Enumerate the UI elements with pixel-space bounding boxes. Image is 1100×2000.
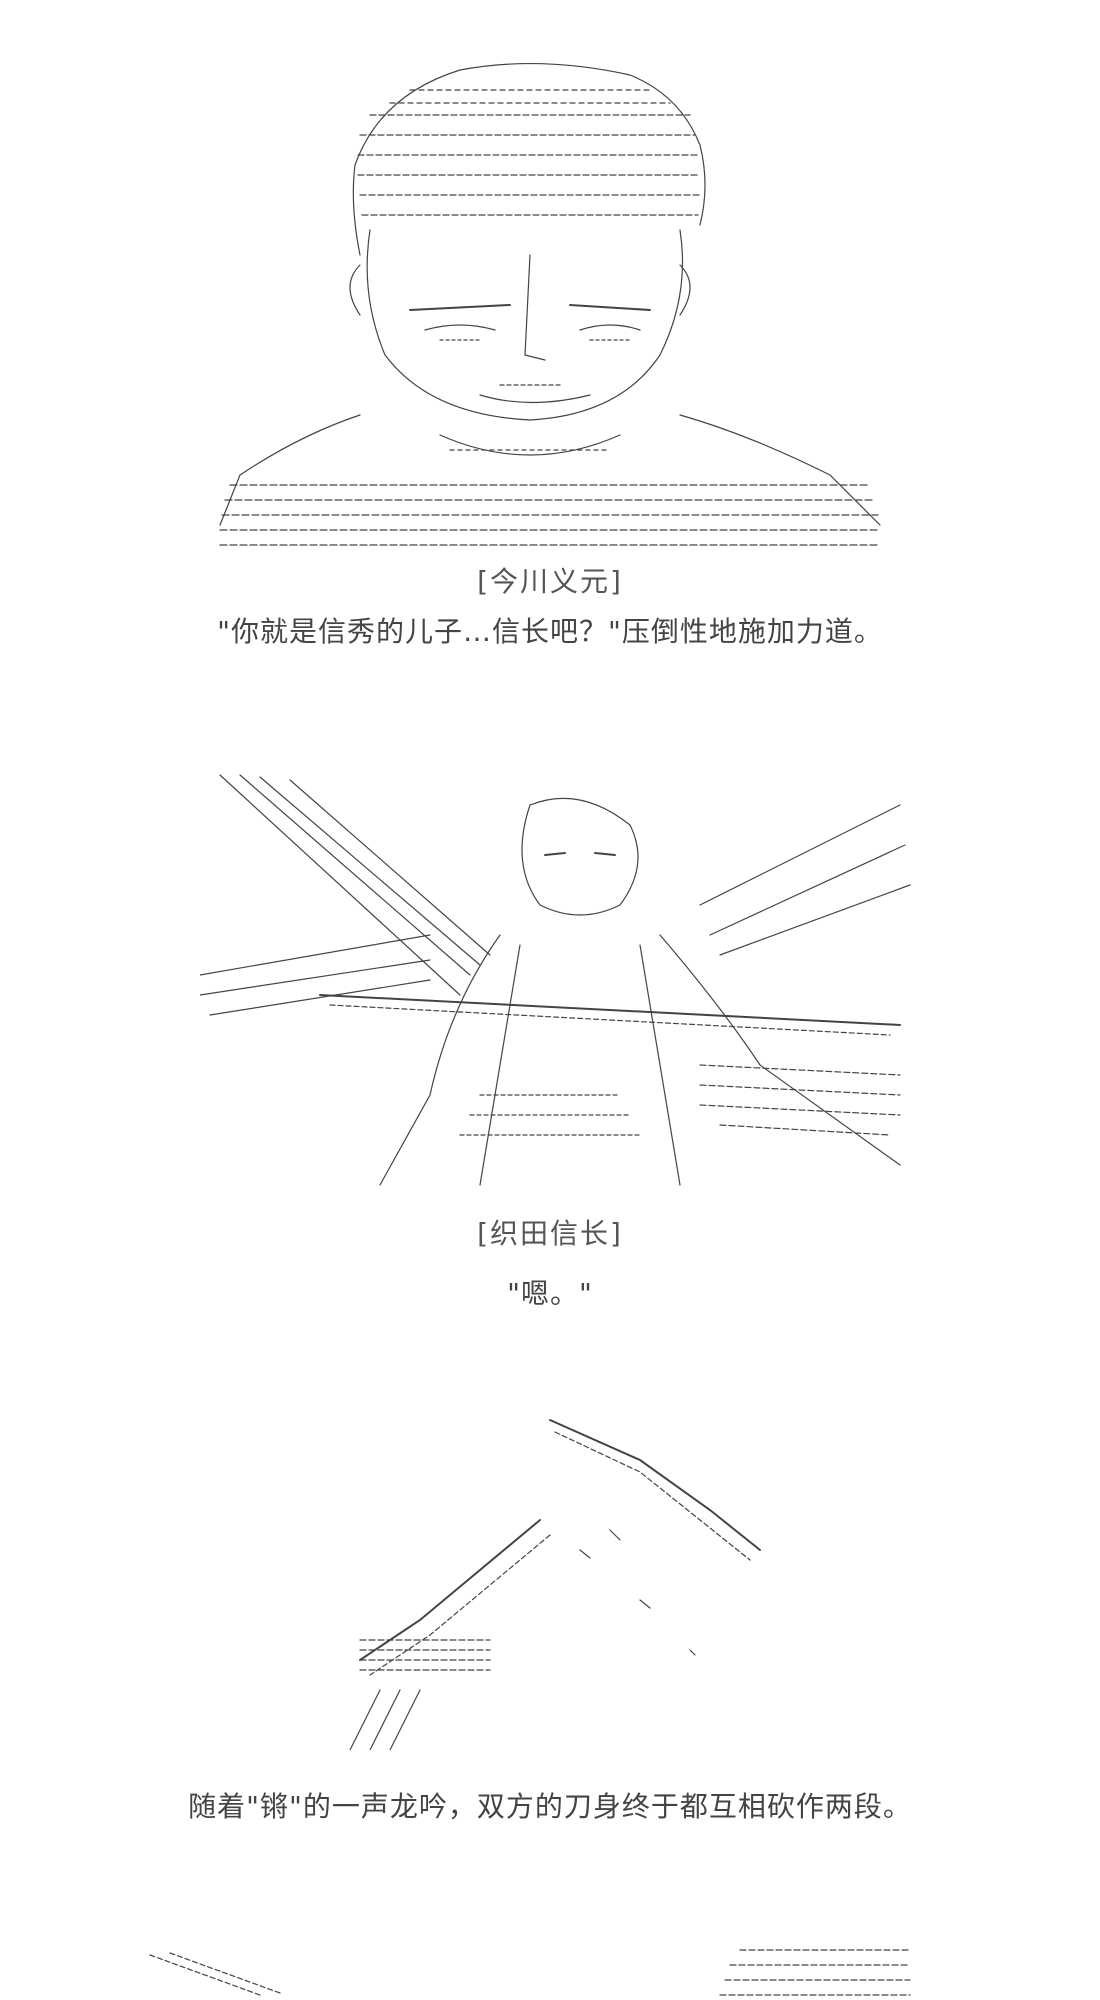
ascii-art-bottom-partial <box>140 1945 920 2000</box>
ascii-art-yoshimoto-drawing <box>219 62 881 546</box>
dialogue-line-yoshimoto: "你就是信秀的儿子…信长吧？"压倒性地施加力道。 <box>217 615 883 648</box>
dialogue-line-nobunaga: "嗯。" <box>507 1277 593 1310</box>
speaker-label-nobunaga: [织田信长] <box>477 1217 623 1250</box>
narration-line-blades: 随着"锵"的一声龙吟，双方的刀身终于都互相砍作两段。 <box>188 1790 912 1823</box>
speaker-label-yoshimoto: [今川义元] <box>477 565 623 598</box>
ascii-art-broken-blades <box>340 1400 780 1750</box>
ascii-art-yoshimoto <box>210 55 900 555</box>
ascii-art-nobunaga <box>200 765 920 1205</box>
ascii-art-nobunaga-drawing <box>200 774 911 1186</box>
ascii-art-broken-blades-drawing <box>349 1419 761 1750</box>
ascii-art-bottom-partial-drawing <box>149 1949 911 1996</box>
